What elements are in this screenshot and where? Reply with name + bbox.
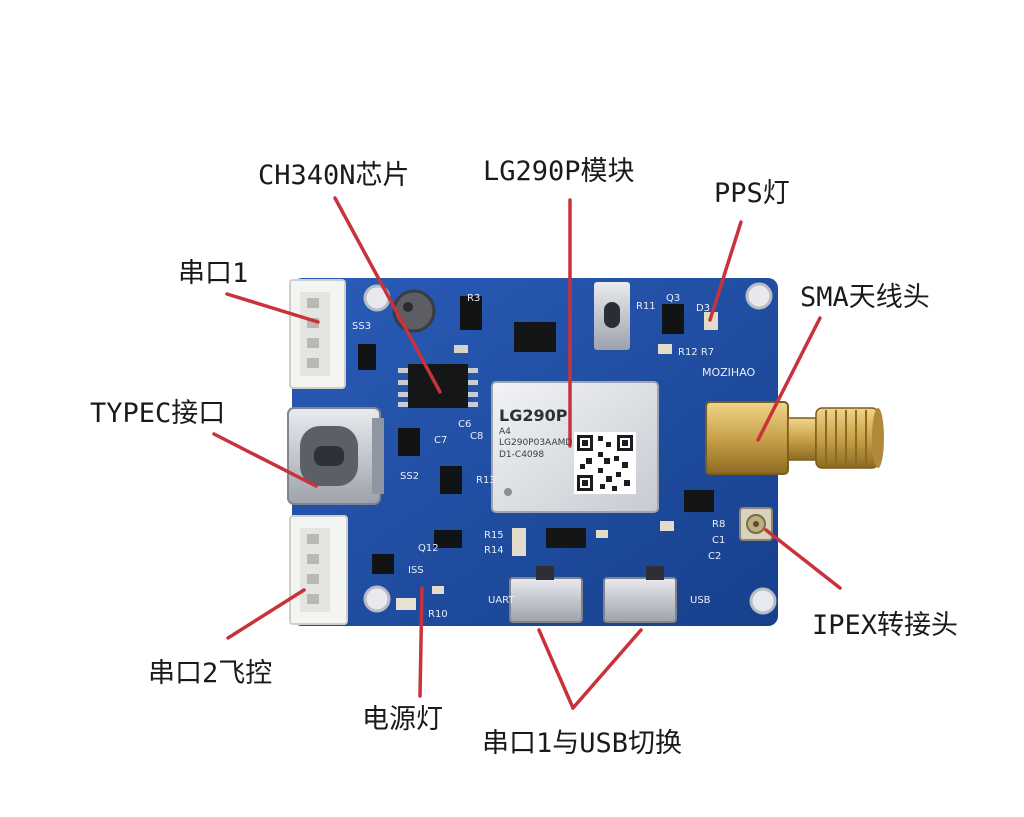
silk-c6: C6 — [458, 419, 472, 430]
silk-uart: UART — [488, 595, 515, 606]
silk-r13: R13 — [476, 475, 496, 486]
ipex-connector — [739, 507, 773, 541]
sma-connector — [705, 401, 884, 475]
silk-r11: R11 — [636, 301, 656, 312]
module-name: LG290P — [499, 406, 568, 425]
silk-r12-r7: R12 R7 — [678, 347, 715, 358]
silk-ss3: SS3 — [352, 321, 372, 332]
silk-r3: R3 — [467, 293, 481, 304]
uart2-connector — [289, 515, 348, 625]
module-part: LG290P03AAMD — [499, 438, 573, 448]
silk-r8: R8 — [712, 519, 726, 530]
label-power-led: 电源灯 — [362, 704, 443, 735]
silk-q3: Q3 — [666, 293, 681, 304]
silk-iss: ISS — [408, 565, 424, 576]
module-rev: A4 — [499, 427, 511, 437]
silk-r15: R15 — [484, 530, 504, 541]
silk-usb: USB — [690, 595, 711, 606]
silk-c8: C8 — [470, 431, 484, 442]
label-lg290p-module: LG290P模块 — [483, 156, 635, 187]
lg290p-module — [491, 381, 659, 513]
label-uart1: 串口1 — [178, 258, 249, 289]
module-code: D1-C4098 — [499, 450, 545, 460]
silk-q12: Q12 — [418, 543, 439, 554]
slide-switches — [509, 566, 677, 623]
silk-c1: C1 — [712, 535, 726, 546]
silk-brand: MOZIHAO — [702, 366, 756, 379]
label-sma-antenna: SMA天线头 — [800, 282, 930, 313]
mounting-holes — [363, 282, 777, 615]
qr-code — [574, 432, 636, 494]
label-typec: TYPEC接口 — [90, 398, 226, 429]
label-pps-led: PPS灯 — [714, 178, 790, 209]
label-ipex: IPEX转接头 — [812, 610, 959, 641]
smd-components — [358, 282, 718, 610]
silk-c7: C7 — [434, 435, 448, 446]
ch340n-chip — [398, 364, 478, 408]
leader-lines — [212, 196, 842, 710]
label-uart2-fc: 串口2飞控 — [148, 658, 273, 689]
silk-c2: C2 — [708, 551, 722, 562]
label-ch340n: CH340N芯片 — [258, 160, 410, 191]
silk-r14: R14 — [484, 545, 504, 556]
silk-r10: R10 — [428, 609, 448, 620]
typec-connector — [287, 407, 384, 505]
silk-d3: D3 — [696, 303, 711, 314]
silk-ss2: SS2 — [400, 471, 420, 482]
uart1-connector — [289, 279, 346, 389]
buzzer-component — [392, 289, 436, 333]
label-uart-usb-switch: 串口1与USB切换 — [482, 728, 683, 759]
